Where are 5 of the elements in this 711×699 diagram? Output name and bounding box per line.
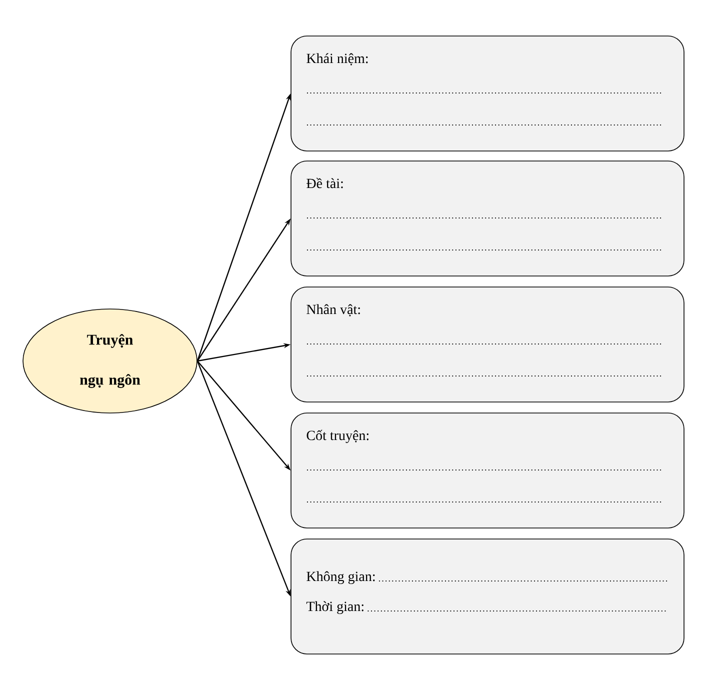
answer-box: Cốt truyện:: [290, 412, 684, 528]
answer-box: Đề tài:: [290, 160, 684, 276]
answer-box: Nhân vật:: [290, 286, 684, 402]
answer-box: Không gian: Thời gian:: [290, 538, 684, 654]
answer-box: Khái niệm:: [290, 36, 684, 152]
